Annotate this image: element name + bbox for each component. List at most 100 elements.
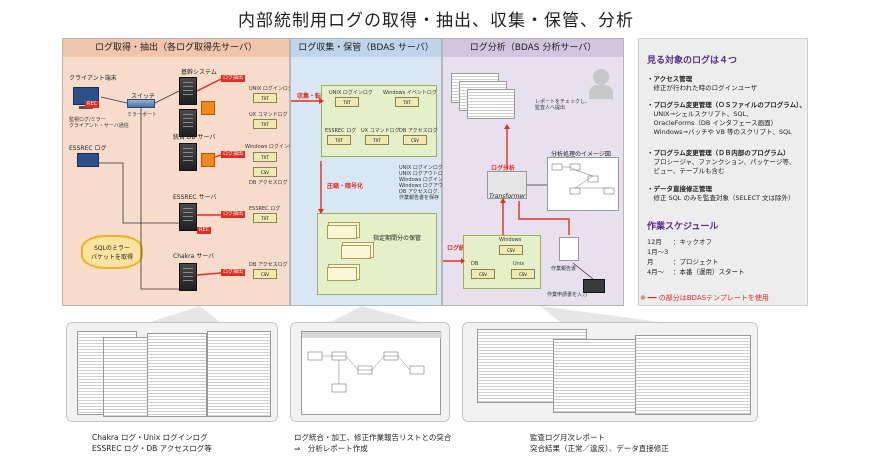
collected-essrec-doc: TXT bbox=[327, 135, 351, 145]
db-access-log-doc: CSV bbox=[253, 167, 277, 177]
rec-badge: REC bbox=[85, 101, 100, 108]
schedule-month: 4月～ bbox=[647, 268, 665, 276]
unix-command-log-doc: TXT bbox=[253, 119, 277, 129]
input-laptop-icon bbox=[583, 279, 605, 293]
info-item-1-body: 修正が行われた時のログインユーザ bbox=[647, 84, 758, 92]
schedule-title: 作業スケジュール bbox=[647, 222, 719, 232]
template-note: ※ ━━ の部分はBDASテンプレートを使用 bbox=[640, 294, 769, 302]
acquire-panel: ログ取得・抽出（各ログ取得先サーバ） クライアント端末 REC 監視ログ/ミラー… bbox=[62, 38, 299, 306]
capture-note: 監視ログ/ミラー クライアント・サーバ通信 bbox=[69, 117, 129, 129]
unix-command-log-label: UX コマンドログ bbox=[249, 112, 288, 118]
caption-middle-line2: ⇒ 分析レポート作成 bbox=[294, 444, 368, 453]
db-access-log-label: DB アクセスログ bbox=[249, 180, 288, 186]
integrated-db-label: 統合 DB サーバ bbox=[173, 134, 216, 141]
collected-ux-command-label: UX コマンドログ bbox=[361, 128, 400, 134]
csv-unix-doc: CSV bbox=[511, 269, 535, 279]
thumb-pointers bbox=[150, 306, 660, 322]
schedule-month: 12月 bbox=[647, 238, 662, 246]
collected-db-access-doc: CSV bbox=[403, 135, 427, 145]
switch-icon bbox=[127, 99, 155, 108]
unix-login-log-label: UNIX ログインログ bbox=[249, 86, 293, 92]
analysis-image-label: 分析処理のイメージ図 bbox=[551, 151, 611, 158]
flow-screen bbox=[301, 331, 442, 415]
auditor-icon bbox=[593, 69, 609, 85]
schedule-row: 1月～3月：プロジェクト bbox=[647, 247, 745, 267]
info-title: 見る対象のログは４つ bbox=[647, 56, 738, 66]
schedule-task: ：本番（運用）スタート bbox=[673, 268, 745, 276]
report-screen-3 bbox=[467, 89, 515, 119]
log-extract-tag-1: ログ抽出 bbox=[221, 75, 246, 82]
analyze-panel-head: ログ分析（BDAS 分析サーバ） bbox=[443, 39, 623, 57]
mirror-port-label: ミラーポート bbox=[127, 112, 158, 118]
info-item-3: ・プログラム変更管理（ＤＢ内部のプログラム） プロシージャ、ファンクション、パッ… bbox=[647, 149, 807, 176]
core-server-icon bbox=[179, 77, 197, 105]
core-system-label: 基幹システム bbox=[181, 69, 217, 76]
analyze-panel: ログ分析（BDAS 分析サーバ） レポートをチェックし、 監査人へ提出 ログ分析… bbox=[442, 38, 624, 306]
info-item-1-head: ・アクセス管理 bbox=[647, 75, 693, 83]
compress-arrow-label: 圧縮・暗号化 bbox=[327, 183, 364, 190]
win-login-log-doc: TXT bbox=[253, 152, 277, 162]
schedule-task: ：キックオフ bbox=[673, 238, 712, 246]
work-report-input-label: 作業申請書を入力 bbox=[547, 292, 588, 298]
schedule-row: 12月 ：キックオフ bbox=[647, 237, 745, 247]
chakra-log-label: DB アクセスログ bbox=[249, 262, 288, 268]
csv-db-doc: CSV bbox=[471, 269, 495, 279]
caption-middle-line1: ログ統合・加工、修正作業報告リストとの突合 bbox=[294, 433, 452, 442]
caption-left-line1: Chakra ログ・Unix ログインログ bbox=[92, 433, 208, 442]
core-extract-box-icon bbox=[201, 101, 215, 115]
product-label: Transformer bbox=[489, 193, 526, 200]
switch-label: スイッチ bbox=[131, 93, 156, 100]
info-item-4-head: ・データ直接修正管理 bbox=[647, 185, 712, 193]
log-screen-c bbox=[147, 333, 207, 417]
rec-badge-2: REC bbox=[197, 227, 212, 234]
info-panel: 見る対象のログは４つ ・アクセス管理 修正が行われた時のログインユーザ ・プログ… bbox=[638, 38, 808, 306]
collected-db-access-label: DB アクセスログ bbox=[399, 128, 438, 134]
log-extract-tag-4: ログ抽出 bbox=[221, 269, 246, 276]
schedule-task: ：プロジェクト bbox=[673, 258, 719, 266]
essrec-log2-doc: TXT bbox=[253, 213, 277, 223]
report-screen-c bbox=[635, 335, 751, 415]
csv-windows-label: Windows bbox=[499, 237, 522, 243]
collected-unix-login-label: UNIX ログインログ bbox=[329, 90, 373, 96]
analyze-connectors bbox=[443, 124, 594, 280]
csv-unix-label: Unix bbox=[513, 261, 525, 267]
chakra-server-label: Chakra サーバ bbox=[173, 253, 215, 260]
csv-windows-doc: CSV bbox=[499, 245, 523, 255]
stored-doc-stack-3 bbox=[327, 267, 357, 281]
analysis-flow-screen bbox=[547, 157, 619, 211]
auditor-body-icon bbox=[589, 85, 613, 99]
sql-mirror-cloud: SQLのミラー パケットを取得 bbox=[81, 235, 143, 269]
period-store-label: 指定期間分の保管 bbox=[373, 235, 422, 242]
info-item-4-body: 修正 SQL のみを監査対象（SELECT 文は除外） bbox=[647, 194, 795, 202]
collect-panel-head: ログ収集・保管（BDAS サーバ） bbox=[291, 39, 441, 57]
info-item-2-head: ・プログラム変更管理（ＯＳファイルのプログラム）、 bbox=[647, 101, 806, 109]
essrec-server-icon bbox=[179, 203, 197, 231]
info-item-1: ・アクセス管理 修正が行われた時のログインユーザ bbox=[647, 75, 807, 93]
collect-panel: ログ収集・保管（BDAS サーバ） 収集・転送 UNIX ログインログ TXT … bbox=[290, 38, 463, 306]
csv-db-label: DB bbox=[471, 261, 479, 267]
page-title: 内部統制用ログの取得・抽出、収集・保管、分析 bbox=[238, 11, 634, 31]
info-item-2-body: UNIX→シェルスクリプト、SQL、 OracleForms（DB インタフェー… bbox=[653, 110, 792, 136]
caption-middle: ログ統合・加工、修正作業報告リストとの突合 ⇒ 分析レポート作成 bbox=[294, 432, 451, 454]
caption-right: 監査ログ月次レポート 突合結果（正常／違反）、データ直接修正 bbox=[530, 432, 669, 454]
thumb-log-screens bbox=[66, 322, 278, 422]
schedule-row: 4月～ ：本番（運用）スタート bbox=[647, 267, 745, 277]
info-item-3-body: プロシージャ、ファンクション、パッケージ等、 ビュー、テーブルも含む bbox=[653, 158, 796, 175]
acquire-connectors bbox=[99, 78, 222, 290]
caption-right-line2: 突合結果（正常／違反）、データ直接修正 bbox=[530, 444, 669, 453]
analysis-flow-graphic bbox=[551, 163, 615, 195]
info-item-4: ・データ直接修正管理 修正 SQL のみを監査対象（SELECT 文は除外） bbox=[647, 185, 807, 203]
collected-essrec-label: ESSREC ログ bbox=[325, 128, 357, 134]
caption-left: Chakra ログ・Unix ログインログ ESSREC ログ・DB アクセスロ… bbox=[92, 432, 212, 454]
info-item-2: ・プログラム変更管理（ＯＳファイルのプログラム）、 UNIX→シェルスクリプト、… bbox=[647, 101, 807, 137]
collect-connectors bbox=[291, 98, 324, 214]
chakra-server-icon bbox=[179, 263, 197, 291]
collected-win-event-doc: TXT bbox=[395, 97, 419, 107]
work-report-label: 作業報告書 bbox=[551, 266, 577, 272]
essrec-log-label: ESSREC ログ bbox=[69, 145, 107, 152]
flow-screen-graphic bbox=[302, 332, 442, 393]
log-screen-d bbox=[207, 331, 271, 417]
stored-doc-stack-2 bbox=[341, 245, 371, 259]
chakra-log-doc: CSV bbox=[253, 269, 277, 279]
